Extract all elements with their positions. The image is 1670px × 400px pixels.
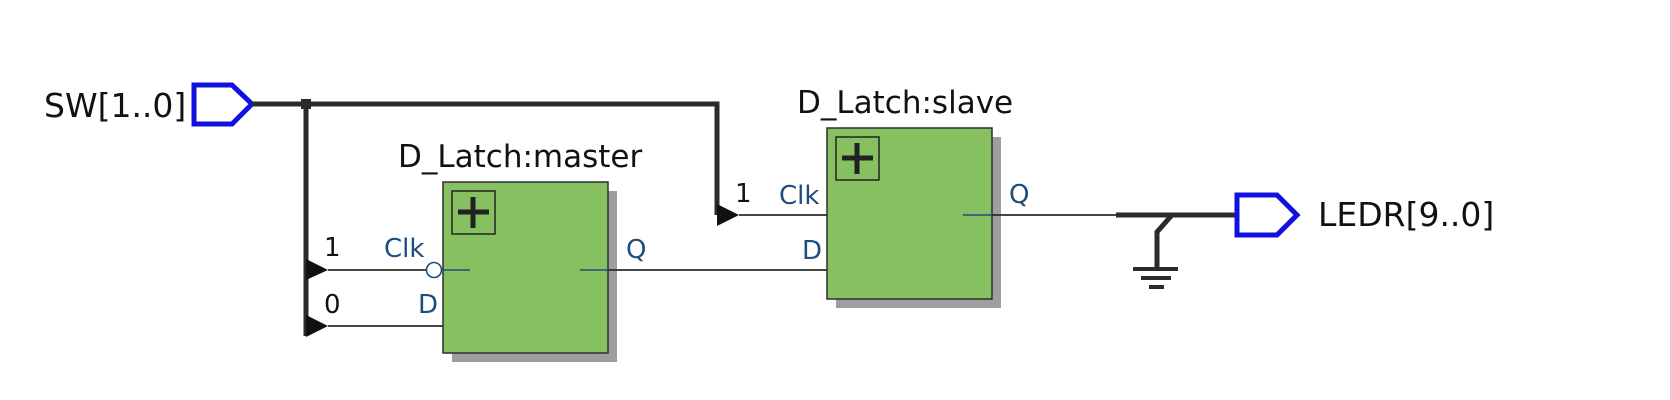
- slave-d-label: D: [802, 236, 822, 266]
- master-q-label: Q: [626, 235, 646, 265]
- slave-clk-label: Clk: [779, 181, 819, 211]
- master-d-bus-index: 0: [324, 290, 341, 320]
- bus-ledr-ground-branch: [1154, 213, 1174, 268]
- bus-tap-arrow-icon: [306, 259, 328, 280]
- inverter-bubble-icon: [425, 261, 443, 279]
- output-port-icon[interactable]: [1234, 192, 1301, 238]
- master-expand-box[interactable]: [451, 190, 496, 235]
- master-clk-bus-index: 1: [324, 233, 341, 263]
- bus-sw-main: [252, 101, 720, 215]
- bus-tap-arrow-icon: [306, 315, 328, 337]
- slave-block[interactable]: [826, 127, 993, 300]
- output-port-label: LEDR[9..0]: [1318, 195, 1494, 234]
- master-clk-label: Clk: [384, 234, 424, 264]
- slave-instance-name: D_Latch:slave: [797, 85, 1013, 121]
- input-port-icon[interactable]: [191, 82, 256, 127]
- slave-expand-box[interactable]: [835, 136, 880, 181]
- master-block[interactable]: [442, 181, 609, 354]
- slave-clk-bus-index: 1: [735, 179, 752, 209]
- slave-q-label: Q: [1009, 180, 1029, 210]
- bus-tap-arrow-icon: [717, 204, 739, 226]
- ground-icon: [1133, 267, 1178, 289]
- input-port-label: SW[1..0]: [44, 86, 186, 125]
- master-instance-name: D_Latch:master: [398, 139, 643, 175]
- master-d-label: D: [418, 290, 438, 320]
